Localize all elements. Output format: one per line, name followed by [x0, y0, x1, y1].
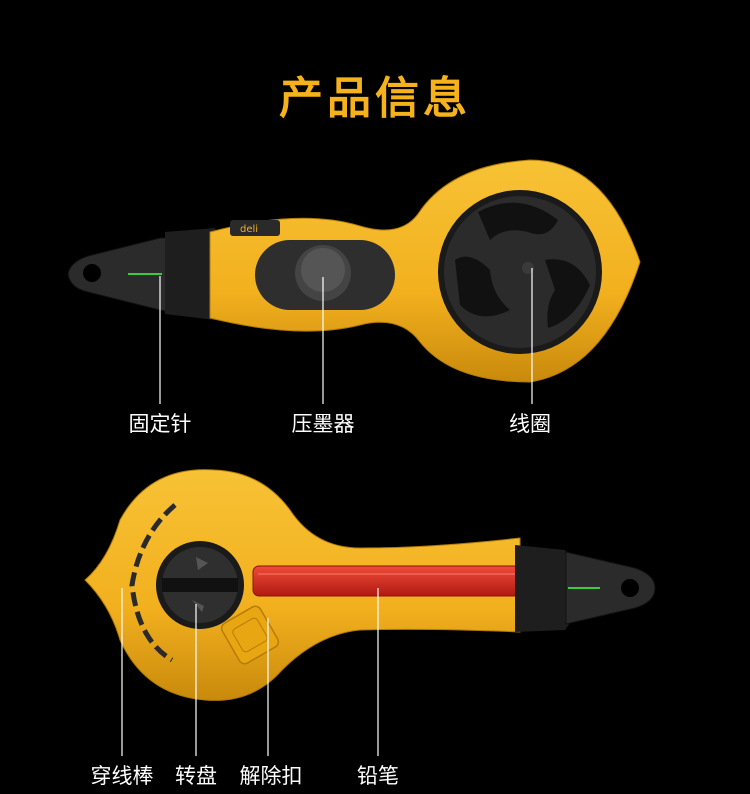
label-pin: 固定针 [128, 412, 192, 436]
threading-rod[interactable] [129, 503, 177, 663]
label-threading-rod: 穿线棒 [90, 764, 154, 788]
bottom-chalk-line [84, 469, 656, 701]
ink-press-button[interactable] [255, 240, 395, 310]
brand-logo: deli [240, 224, 258, 235]
label-pencil: 铅笔 [357, 764, 399, 788]
page-title: 产品信息 [279, 73, 471, 124]
top-chalk-line: deli [67, 159, 641, 383]
label-reel: 线圈 [509, 412, 551, 436]
pencil[interactable] [252, 565, 544, 597]
label-release-button: 解除扣 [239, 764, 303, 788]
dial-crank[interactable] [156, 541, 244, 629]
label-dial: 转盘 [175, 764, 217, 788]
label-ink-press: 压墨器 [291, 412, 355, 436]
release-button[interactable] [219, 604, 280, 666]
reel-crank[interactable] [438, 190, 602, 354]
